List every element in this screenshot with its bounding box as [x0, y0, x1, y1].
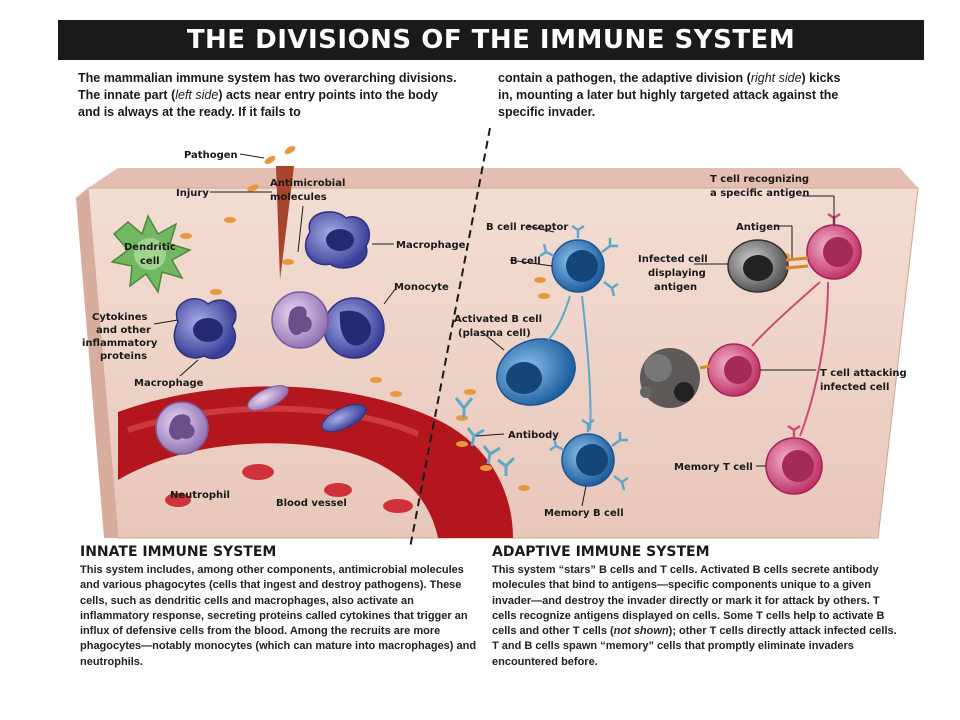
intro-right-emphasis: right side	[750, 71, 802, 85]
b-cell	[539, 224, 619, 297]
label-antimicrobial-2: molecules	[270, 192, 327, 203]
blood-vessel	[118, 386, 513, 538]
destroyed-cell	[640, 348, 700, 408]
red-blood-cell	[324, 483, 352, 497]
pathogen	[180, 233, 192, 239]
b-lineage-arrow-memory	[581, 295, 592, 431]
intro-left-text-1: The mammalian immune system has two over…	[78, 71, 457, 102]
pathogen	[282, 259, 294, 265]
antibodies	[454, 397, 516, 476]
innate-body: This system includes, among other compon…	[80, 564, 477, 668]
label-t-recognizing-1: T cell recognizing	[710, 174, 809, 185]
intro-right-text-2: ) kicks in, mounting a later but highly …	[498, 71, 841, 119]
plasma-cell	[496, 338, 576, 406]
t-cell-recognizing	[806, 212, 862, 280]
pathogen	[390, 391, 402, 397]
adaptive-body-emphasis: not shown	[613, 625, 669, 638]
division-line	[409, 127, 491, 549]
label-macrophage-top: Macrophage	[396, 240, 466, 251]
label-blood-vessel: Blood vessel	[276, 498, 347, 509]
label-dendritic-2: cell	[140, 256, 160, 267]
label-t-attacking-1: T cell attacking	[820, 368, 907, 379]
label-macrophage-left: Macrophage	[134, 378, 204, 389]
pathogen	[518, 485, 530, 491]
pathogen	[370, 377, 382, 383]
injury-wound	[276, 166, 294, 280]
page-title: THE DIVISIONS OF THE IMMUNE SYSTEM	[58, 20, 924, 60]
adaptive-heading: ADAPTIVE IMMUNE SYSTEM	[492, 544, 710, 560]
tissue-top-face	[88, 168, 918, 188]
migrating-monocyte	[321, 403, 367, 433]
intro-left: The mammalian immune system has two over…	[78, 70, 458, 121]
adaptive-body: This system “stars” B cells and T cells.…	[492, 563, 902, 670]
red-blood-cell	[242, 464, 274, 480]
innate-heading: INNATE IMMUNE SYSTEM	[80, 544, 277, 560]
migrating-neutrophil	[247, 385, 289, 411]
pathogen	[464, 389, 476, 395]
pathogen	[210, 289, 222, 295]
attack-bond	[699, 364, 711, 370]
label-cytokines-4: proteins	[100, 351, 147, 362]
pathogen	[264, 156, 276, 164]
label-antibody: Antibody	[508, 430, 559, 441]
label-pathogen: Pathogen	[184, 150, 238, 161]
t-lineage-arrow-memory	[799, 281, 829, 437]
label-dendritic-1: Dendritic	[124, 242, 176, 253]
t-cell-attacking	[707, 343, 761, 397]
label-infected-2: displaying	[648, 268, 706, 279]
label-t-recognizing-2: a specific antigen	[710, 188, 809, 199]
intro-right-text-1: contain a pathogen, the adaptive divisio…	[498, 71, 751, 85]
pathogen	[456, 441, 468, 447]
pathogen	[247, 184, 259, 192]
label-b-cell: B cell	[510, 256, 541, 267]
intro-left-text-2: ) acts near entry points into the body a…	[78, 88, 438, 119]
pathogen	[224, 217, 236, 223]
label-activated-b-1: Activated B cell	[454, 314, 542, 325]
t-lineage-arrow-attack	[751, 281, 821, 347]
label-antimicrobial-1: Antimicrobial	[270, 178, 345, 189]
immune-illustration: Pathogen Injury Antimicrobial molecules …	[76, 127, 919, 549]
label-t-attacking-2: infected cell	[820, 382, 889, 393]
label-infected-1: Infected cell	[638, 254, 708, 265]
label-memory-b: Memory B cell	[544, 508, 624, 519]
pathogen	[456, 415, 468, 421]
label-monocyte: Monocyte	[394, 282, 449, 293]
adaptive-body-text-2: ); other T cells directly attack infecte…	[492, 625, 897, 668]
label-cytokines-2: and other	[96, 325, 151, 336]
macrophage-cell-left	[173, 298, 237, 360]
label-neutrophil: Neutrophil	[170, 490, 230, 501]
neutrophil-cell-blood	[155, 401, 209, 455]
macrophage-cell-top	[304, 211, 371, 269]
label-cytokines-1: Cytokines	[92, 312, 147, 323]
memory-b-cell	[549, 418, 629, 491]
antigen-bond	[785, 256, 809, 270]
label-activated-b-2: (plasma cell)	[458, 328, 531, 339]
red-blood-cell	[165, 493, 191, 507]
label-b-cell-receptor: B cell receptor	[486, 222, 568, 233]
red-blood-cell	[383, 499, 413, 513]
memory-t-cell	[765, 424, 823, 495]
intro-left-emphasis: left side	[175, 88, 219, 102]
adaptive-body-text-1: This system “stars” B cells and T cells.…	[492, 564, 885, 638]
label-injury: Injury	[176, 188, 209, 199]
label-memory-t: Memory T cell	[674, 462, 753, 473]
infected-cell	[727, 239, 789, 293]
figure-frame: THE DIVISIONS OF THE IMMUNE SYSTEM The m…	[58, 20, 924, 696]
pathogen	[480, 465, 492, 471]
neutrophil-cell-tissue	[271, 291, 329, 349]
dendritic-cell	[110, 214, 192, 294]
b-lineage-arrow-plasma	[547, 295, 571, 341]
pathogen	[538, 293, 550, 299]
label-antigen: Antigen	[736, 222, 780, 233]
pathogen	[534, 277, 546, 283]
tissue-side-face	[76, 188, 118, 538]
label-cytokines-3: inflammatory	[82, 338, 158, 349]
intro-right: contain a pathogen, the adaptive divisio…	[498, 70, 858, 121]
label-infected-3: antigen	[654, 282, 697, 293]
leader-lines	[153, 153, 835, 507]
pathogen	[284, 146, 296, 154]
monocyte-cell	[323, 297, 385, 359]
